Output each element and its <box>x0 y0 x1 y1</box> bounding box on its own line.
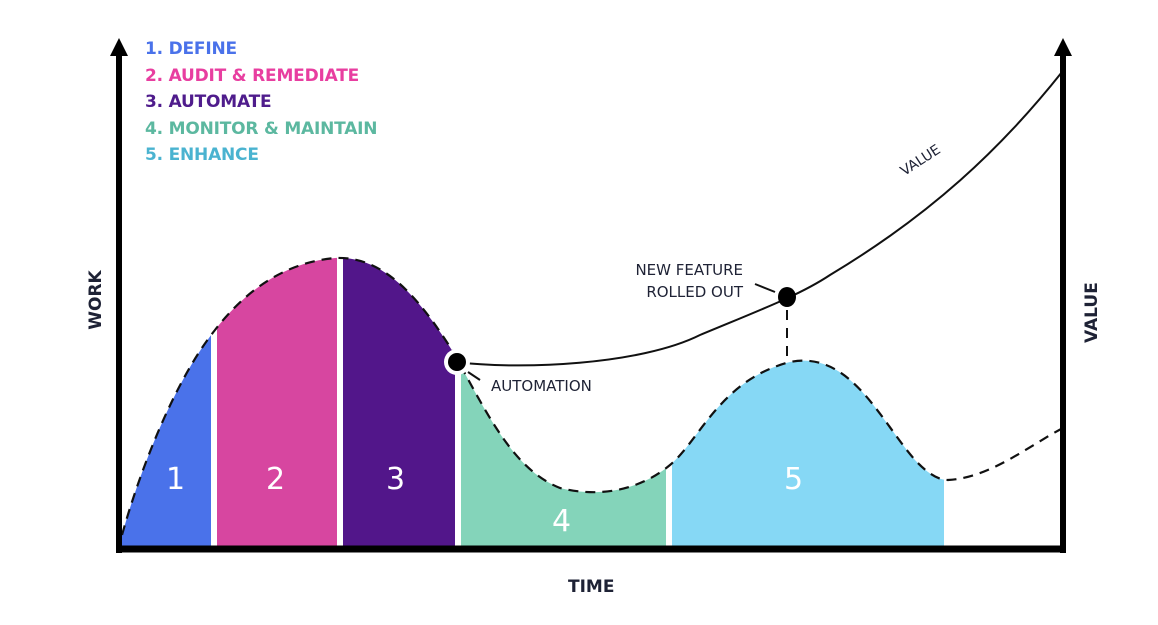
phase-4-number: 4 <box>552 504 572 539</box>
automation-pointer <box>467 371 481 381</box>
new-feature-line1: NEW FEATURE <box>635 261 743 279</box>
legend-item-define: 1. DEFINE <box>145 39 237 59</box>
phase-5-area <box>672 257 944 548</box>
automation-dot <box>448 353 466 371</box>
legend: 1. DEFINE 2. AUDIT & REMEDIATE 3. AUTOMA… <box>145 36 378 169</box>
legend-item-enhance: 5. ENHANCE <box>145 145 259 165</box>
work-curve <box>120 256 1064 536</box>
y-axis-right-label: VALUE <box>1082 282 1102 343</box>
phase-2-number: 2 <box>266 462 286 497</box>
new-feature-annotation: NEW FEATURE ROLLED OUT <box>635 259 743 303</box>
left-axis-arrow-icon <box>110 38 128 56</box>
legend-item-automate: 3. AUTOMATE <box>145 92 272 112</box>
legend-item-monitor: 4. MONITOR & MAINTAIN <box>145 118 378 139</box>
phase-5-number: 5 <box>784 462 804 497</box>
phase-4-area <box>461 257 666 548</box>
new-feature-line2: ROLLED OUT <box>646 283 743 301</box>
right-axis-arrow-icon <box>1054 38 1072 56</box>
value-curve <box>455 71 1063 367</box>
new-feature-point <box>778 287 796 307</box>
phase-areas <box>122 257 944 548</box>
new-feature-label-pointer <box>754 283 776 293</box>
legend-item-audit: 2. AUDIT & REMEDIATE <box>145 65 360 86</box>
phase-3-number: 3 <box>386 462 406 497</box>
y-axis-left-label: WORK <box>86 270 106 330</box>
x-axis-label: TIME <box>568 577 615 597</box>
automation-annotation: AUTOMATION <box>491 377 592 395</box>
phase-1-number: 1 <box>166 462 186 497</box>
